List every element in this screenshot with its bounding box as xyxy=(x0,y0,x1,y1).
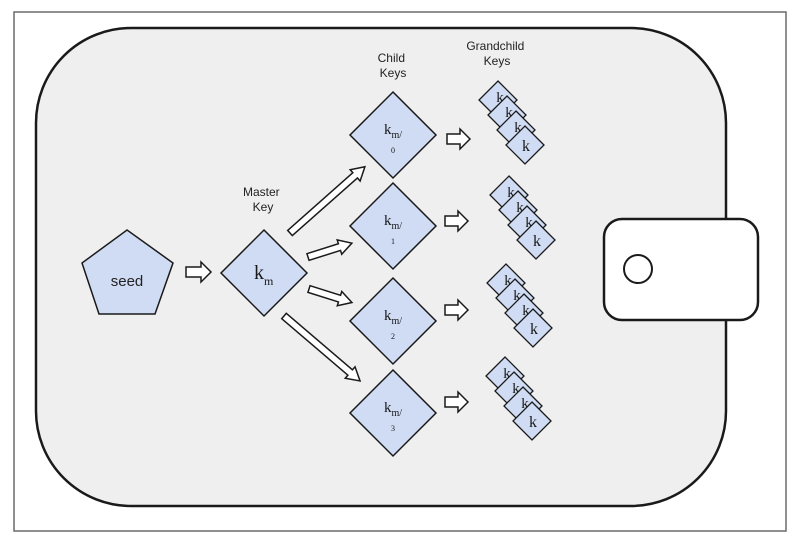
svg-text:km/: km/ xyxy=(384,213,402,232)
svg-text:km/: km/ xyxy=(384,122,402,141)
grandchild-keys-label: Grandchild Keys xyxy=(466,39,527,68)
grandchild-key-text: k xyxy=(522,303,530,319)
grandchild-key-text: k xyxy=(516,200,524,216)
svg-text:1: 1 xyxy=(391,237,395,246)
grandchild-key-node xyxy=(513,308,553,348)
arrow-master-to-child-1 xyxy=(306,238,354,262)
child-key-node-1: km/ 1 xyxy=(348,181,438,271)
arrow-child-to-grandchild-3 xyxy=(444,390,470,414)
grandchild-key-text: k xyxy=(496,90,504,106)
wallet-clasp xyxy=(602,217,760,322)
svg-text:0: 0 xyxy=(391,146,395,155)
grandchild-key-text: k xyxy=(521,396,529,412)
seed-node xyxy=(81,229,174,315)
arrow-child-to-grandchild-2 xyxy=(444,298,470,322)
svg-text:3: 3 xyxy=(391,424,395,433)
child-key-node-0: km/ 0 xyxy=(348,90,438,180)
wallet-clasp-button xyxy=(623,254,653,284)
grandchild-key-text: k xyxy=(529,414,537,431)
grandchild-key-text: k xyxy=(505,105,513,121)
grandchild-key-text: k xyxy=(530,321,538,338)
svg-text:km/: km/ xyxy=(384,308,402,327)
grandchild-key-text: k xyxy=(507,185,515,201)
grandchild-key-node xyxy=(512,401,552,441)
grandchild-key-node xyxy=(516,220,556,260)
grandchild-key-node xyxy=(505,125,545,165)
grandchild-key-text: k xyxy=(514,120,522,136)
arrow-master-to-child-3 xyxy=(280,312,362,382)
grandchild-key-text: k xyxy=(525,215,533,231)
arrow-child-to-grandchild-1 xyxy=(444,209,470,233)
grandchild-key-text: k xyxy=(512,381,520,397)
arrow-master-to-child-0 xyxy=(286,165,367,237)
grandchild-key-text: k xyxy=(513,288,521,304)
svg-text:2: 2 xyxy=(391,332,395,341)
arrow-master-to-child-2 xyxy=(307,284,354,307)
master-key-text: km xyxy=(254,262,274,288)
grandchild-key-text: k xyxy=(504,273,512,289)
grandchild-key-text: k xyxy=(533,233,541,250)
grandchild-key-text: k xyxy=(503,366,511,382)
seed-label: seed xyxy=(111,273,144,290)
child-keys-label: Child Keys xyxy=(378,51,409,80)
child-key-node-3: km/ 3 xyxy=(348,368,438,458)
master-key-label: Master Key xyxy=(243,185,283,214)
arrow-seed-to-master xyxy=(185,260,213,284)
arrow-child-to-grandchild-0 xyxy=(446,127,472,151)
svg-text:km/: km/ xyxy=(384,400,402,419)
master-key-node xyxy=(219,228,309,318)
grandchild-key-text: k xyxy=(522,138,530,155)
child-key-node-2: km/ 2 xyxy=(348,276,438,366)
